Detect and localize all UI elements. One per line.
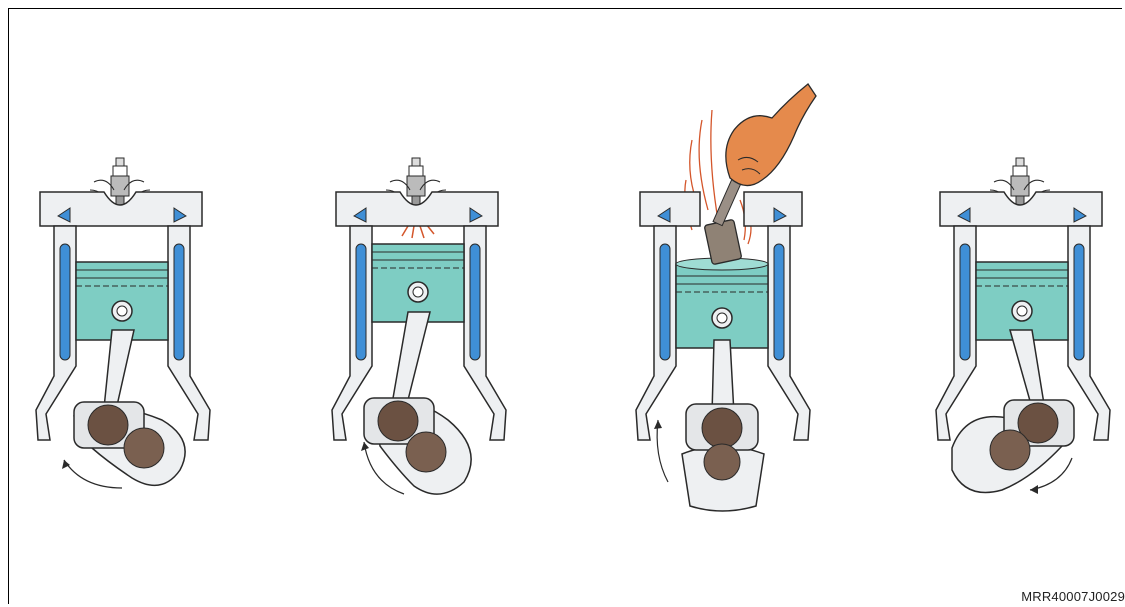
coolant-passage — [60, 244, 70, 360]
engine-panel-2 — [308, 0, 528, 520]
crank-bearing — [88, 405, 128, 445]
coolant-passage — [356, 244, 366, 360]
piston — [372, 244, 464, 322]
crank-bearing — [378, 401, 418, 441]
crank-bearing — [702, 408, 742, 448]
engine-cross-section-2 — [308, 0, 528, 520]
piston — [676, 258, 768, 348]
connecting-rod — [104, 330, 134, 410]
piston — [976, 262, 1068, 340]
hammer — [704, 170, 745, 264]
connecting-rod — [712, 340, 734, 414]
rotation-arrow — [657, 420, 668, 482]
engine-cross-section-4 — [912, 0, 1125, 520]
engine-panel-1 — [12, 0, 232, 520]
figure-reference-code: MRR40007J0029 — [1021, 589, 1125, 604]
connecting-rod — [1010, 330, 1044, 408]
engine-panel-3 — [612, 0, 832, 520]
coolant-passage — [960, 244, 970, 360]
piston — [76, 262, 168, 340]
engine-cross-section-1 — [12, 0, 232, 520]
engine-cross-section-3 — [612, 0, 832, 520]
coolant-passage — [660, 244, 670, 360]
connecting-rod — [392, 312, 430, 408]
hand — [726, 84, 816, 186]
engine-panel-4 — [912, 0, 1125, 520]
